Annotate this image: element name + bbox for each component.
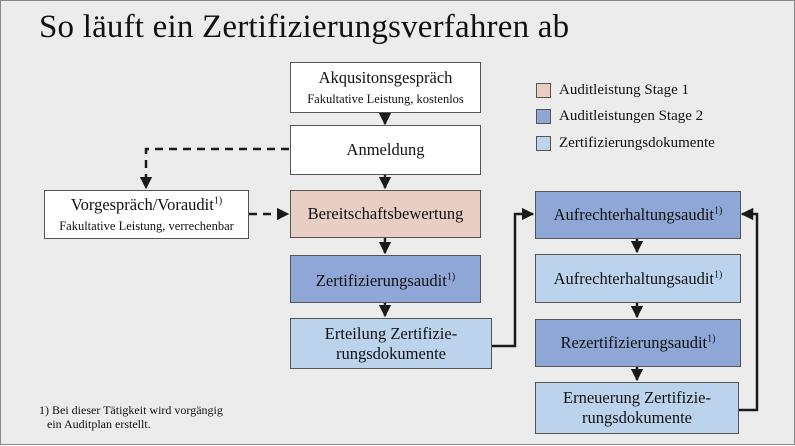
- box-erneuerung: Erneuerung Zertifizie- rungsdokumente: [535, 382, 739, 434]
- box-anmeldung: Anmeldung: [290, 125, 481, 175]
- footnote-line1: 1) Bei dieser Tätigkeit wird vorgängig: [39, 403, 223, 417]
- box-aufrechterhaltung-1: Aufrechterhaltungsaudit1): [535, 191, 741, 239]
- bereitschaft-label: Bereitschaftsbewertung: [307, 204, 464, 224]
- arrow-erneuerung-loop: [739, 207, 759, 412]
- legend-swatch-stage1: [536, 83, 551, 98]
- arrow-erteilung-aufrechterhaltung: [492, 207, 535, 348]
- rezertifizierung-label: Rezertifizierungsaudit: [560, 333, 708, 353]
- anmeldung-label: Anmeldung: [346, 140, 425, 160]
- erteilung-label-line2: rungsdokumente: [336, 343, 446, 363]
- legend-item-stage1: Auditleistung Stage 1: [536, 82, 689, 99]
- legend-swatch-documents: [536, 136, 551, 151]
- vorgespraech-footnote-mark: 1): [213, 195, 223, 207]
- box-erteilung: Erteilung Zertifizie- rungsdokumente: [290, 318, 492, 369]
- aufrechterhaltung2-label: Aufrechterhaltungsaudit: [553, 268, 714, 288]
- arrow-anmeldung-vorgespraech: [139, 147, 289, 190]
- footnote: 1) Bei dieser Tätigkeit wird vorgängig e…: [39, 403, 223, 432]
- legend-item-stage2: Auditleistungen Stage 2: [536, 108, 703, 125]
- diagram-title: So läuft ein Zertifizierungsverfahren ab: [39, 9, 570, 45]
- erneuerung-label-line2: rungsdokumente: [582, 408, 692, 427]
- akquisition-sublabel: Fakultative Leistung, kostenlos: [307, 92, 464, 107]
- erteilung-label-line1: Erteilung Zertifizie-: [324, 323, 458, 343]
- legend-label-stage1: Auditleistung Stage 1: [559, 82, 689, 98]
- legend-label-stage2: Auditleistungen Stage 2: [559, 108, 704, 124]
- box-zertifizierungsaudit: Zertifizierungsaudit1): [290, 255, 481, 303]
- aufrechterhaltung2-footnote-mark: 1): [714, 269, 723, 281]
- box-bereitschaft: Bereitschaftsbewertung: [290, 190, 481, 238]
- zertifizierungsaudit-label: Zertifizierungsaudit: [315, 271, 447, 291]
- aufrechterhaltung1-label: Aufrechterhaltungsaudit: [553, 205, 714, 225]
- aufrechterhaltung1-footnote-mark: 1): [714, 205, 723, 217]
- box-aufrechterhaltung-2: Aufrechterhaltungsaudit1): [535, 254, 741, 303]
- zertifizierungsaudit-footnote-mark: 1): [446, 271, 456, 283]
- erneuerung-label-line1: Erneuerung Zertifizie-: [563, 388, 711, 408]
- rezertifizierung-footnote-mark: 1): [707, 333, 716, 345]
- footnote-line2: ein Auditplan erstellt.: [47, 416, 151, 431]
- akquisition-label: Akqusitonsgespräch: [318, 67, 453, 87]
- vorgespraech-label: Vorgespräch/Voraudit: [70, 195, 214, 215]
- box-vorgespraech: Vorgespräch/Voraudit1) Fakultative Leist…: [44, 190, 249, 239]
- box-akquisition: Akqusitonsgespräch Fakultative Leistung,…: [290, 62, 481, 113]
- box-rezertifizierung: Rezertifizierungsaudit1): [535, 319, 741, 367]
- legend-swatch-stage2: [536, 109, 551, 124]
- vorgespraech-sublabel: Fakultative Leistung, verrechenbar: [59, 218, 234, 233]
- legend-item-documents: Zertifizierungsdokumente: [536, 135, 715, 152]
- legend-label-documents: Zertifizierungsdokumente: [559, 135, 715, 151]
